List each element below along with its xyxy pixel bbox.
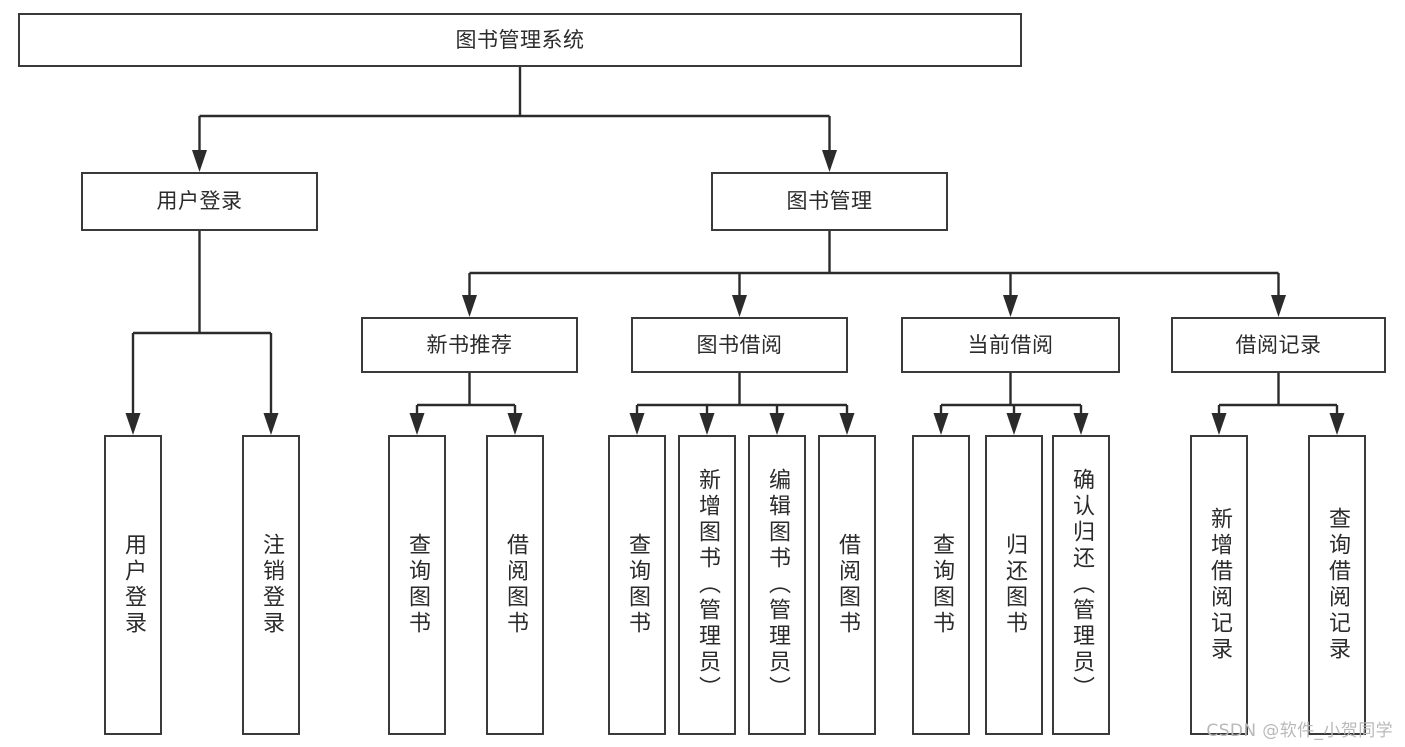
arrowhead-br-borrow — [839, 413, 855, 435]
node-root[interactable]: 图书管理系统 — [18, 13, 1022, 67]
node-label-br-add: 新增图书（管理员） — [694, 468, 720, 702]
node-label-br-borrow: 借阅图书 — [834, 533, 860, 637]
node-label-br-edit: 编辑图书（管理员） — [764, 468, 790, 702]
arrowhead-new-borrow — [507, 413, 523, 435]
node-bookmgmt[interactable]: 图书管理 — [711, 172, 948, 231]
arrowhead-rec-add — [1211, 413, 1227, 435]
node-borrow[interactable]: 图书借阅 — [631, 317, 848, 373]
node-current[interactable]: 当前借阅 — [901, 317, 1120, 373]
node-newbook[interactable]: 新书推荐 — [361, 317, 578, 373]
arrowhead-br-add — [699, 413, 715, 435]
arrowhead-cur-query — [933, 413, 949, 435]
node-new-query[interactable]: 查询图书 — [388, 435, 446, 735]
node-label-cur-confirm: 确认归还（管理员） — [1068, 468, 1094, 702]
node-rec-query[interactable]: 查询借阅记录 — [1308, 435, 1366, 735]
node-label-cur-query: 查询图书 — [928, 533, 954, 637]
arrowhead-current — [1003, 295, 1018, 317]
node-label-newbook: 新书推荐 — [426, 332, 513, 357]
node-records[interactable]: 借阅记录 — [1171, 317, 1386, 373]
node-label-cur-return: 归还图书 — [1001, 533, 1027, 637]
node-label-login: 用户登录 — [156, 189, 243, 214]
node-label-root: 图书管理系统 — [455, 27, 585, 52]
node-br-query[interactable]: 查询图书 — [608, 435, 666, 735]
arrowhead-cur-return — [1006, 413, 1022, 435]
arrowhead-newbook — [462, 295, 477, 317]
node-login-in[interactable]: 用户登录 — [104, 435, 162, 735]
node-label-records: 借阅记录 — [1235, 332, 1322, 357]
node-br-edit[interactable]: 编辑图书（管理员） — [748, 435, 806, 735]
node-label-login-out: 注销登录 — [258, 533, 284, 637]
node-label-br-query: 查询图书 — [624, 533, 650, 637]
node-label-borrow: 图书借阅 — [696, 332, 783, 357]
node-cur-confirm[interactable]: 确认归还（管理员） — [1052, 435, 1110, 735]
node-login[interactable]: 用户登录 — [81, 172, 318, 231]
node-label-rec-query: 查询借阅记录 — [1324, 507, 1350, 663]
node-label-new-query: 查询图书 — [404, 533, 430, 637]
node-rec-add[interactable]: 新增借阅记录 — [1190, 435, 1248, 735]
node-cur-return[interactable]: 归还图书 — [985, 435, 1043, 735]
node-cur-query[interactable]: 查询图书 — [912, 435, 970, 735]
arrowhead-borrow — [732, 295, 747, 317]
node-br-borrow[interactable]: 借阅图书 — [818, 435, 876, 735]
arrowhead-br-query — [629, 413, 645, 435]
node-label-login-in: 用户登录 — [120, 533, 146, 637]
node-label-bookmgmt: 图书管理 — [786, 189, 873, 214]
arrowhead-login-in — [125, 413, 141, 435]
watermark-label: CSDN @软件_小贺同学 — [1206, 721, 1393, 741]
arrowhead-rec-query — [1329, 413, 1345, 435]
arrowhead-login-out — [263, 413, 279, 435]
arrowhead-login — [192, 150, 207, 172]
arrowhead-bookmgmt — [822, 150, 837, 172]
node-login-out[interactable]: 注销登录 — [242, 435, 300, 735]
node-label-current: 当前借阅 — [967, 332, 1054, 357]
arrowhead-cur-confirm — [1073, 413, 1089, 435]
arrowhead-br-edit — [769, 413, 785, 435]
arrowhead-records — [1271, 295, 1286, 317]
arrowhead-new-query — [409, 413, 425, 435]
node-br-add[interactable]: 新增图书（管理员） — [678, 435, 736, 735]
node-label-rec-add: 新增借阅记录 — [1206, 507, 1232, 663]
node-new-borrow[interactable]: 借阅图书 — [486, 435, 544, 735]
node-label-new-borrow: 借阅图书 — [502, 533, 528, 637]
